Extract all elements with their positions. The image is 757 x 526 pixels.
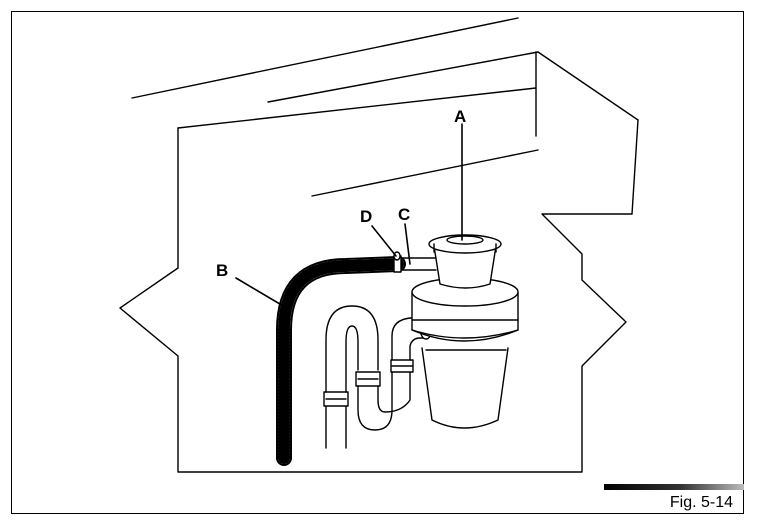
caption-bar	[604, 484, 744, 490]
callout-c: C	[398, 205, 411, 224]
leader-lines	[235, 123, 463, 311]
countertop	[131, 17, 639, 215]
callout-b: B	[216, 261, 229, 280]
drain-hose	[276, 256, 406, 466]
cabinet-top-edge	[177, 87, 537, 129]
figure-caption: Fig. 5-14	[669, 494, 733, 511]
cabinet-outline	[119, 127, 633, 473]
disposer-unit	[411, 234, 519, 429]
callout-a: A	[454, 107, 467, 126]
hose-connector	[393, 251, 437, 273]
callout-d: D	[360, 207, 373, 226]
